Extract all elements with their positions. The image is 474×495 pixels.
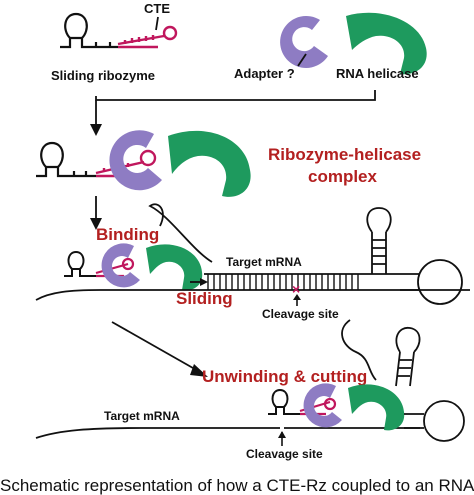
terminal-loop-1	[400, 259, 463, 305]
unwound-ribozyme	[268, 388, 300, 415]
bound-helicase	[146, 244, 203, 291]
helicase-shape	[346, 12, 427, 75]
arrowhead-2	[90, 218, 102, 230]
complex-cte-loop	[139, 149, 157, 167]
adapter-label: Adapter ?	[234, 66, 295, 81]
tail-curve-1	[148, 203, 213, 263]
flow-diagonal	[111, 321, 201, 373]
hairpin-1	[366, 207, 392, 274]
arrowhead-1	[90, 124, 102, 136]
unwound-cte-loop	[323, 397, 337, 411]
complex-label-line2: complex	[308, 167, 378, 186]
bound-adapter	[101, 243, 140, 288]
sliding-ribozyme-label: Sliding ribozyme	[51, 68, 155, 83]
cleavage-site-label-1: Cleavage site	[262, 307, 339, 321]
sliding-label: Sliding	[176, 289, 233, 308]
cte-element	[117, 25, 178, 49]
cleavage-arrowhead-1	[293, 294, 301, 300]
target-mrna-strand-1	[35, 289, 470, 301]
adapter-pointer	[297, 53, 307, 67]
target-mrna-label-1: Target mRNA	[226, 255, 302, 269]
arrowhead-3	[190, 364, 208, 377]
rna-helicase-label: RNA helicase	[336, 66, 419, 81]
sliding-ribozyme-figure	[60, 12, 118, 49]
complex-helicase	[168, 130, 251, 197]
unwound-adapter	[303, 383, 342, 428]
adapter-shape	[280, 15, 328, 68]
figure-caption: Schematic representation of how a CTE-Rz…	[0, 476, 474, 495]
terminal-loop-2	[404, 400, 465, 442]
complex-adapter	[109, 130, 162, 191]
complex-label-line1: Ribozyme-helicase	[268, 145, 421, 164]
cleavage-site-label-2: Cleavage site	[246, 447, 323, 461]
cte-label: CTE	[144, 1, 170, 16]
cleavage-arrowhead-2	[278, 431, 286, 438]
cte-pointer	[155, 16, 159, 31]
binding-label: Binding	[96, 225, 159, 244]
target-mrna-strand-2	[35, 427, 280, 439]
bound-ribozyme	[64, 250, 96, 277]
bound-cte-loop	[121, 257, 135, 271]
complex-ribozyme	[36, 141, 96, 178]
tail-curve-2	[341, 319, 377, 381]
hairpin-2	[395, 327, 421, 387]
unwinding-label: Unwinding & cutting	[202, 367, 367, 386]
target-mrna-label-2: Target mRNA	[104, 409, 180, 423]
duplex-rungs-1	[207, 274, 359, 290]
unwound-helicase	[348, 384, 405, 431]
sliding-arrowhead	[200, 278, 208, 286]
cleavage-mark: ×	[292, 281, 300, 297]
flow-connector	[95, 90, 376, 128]
